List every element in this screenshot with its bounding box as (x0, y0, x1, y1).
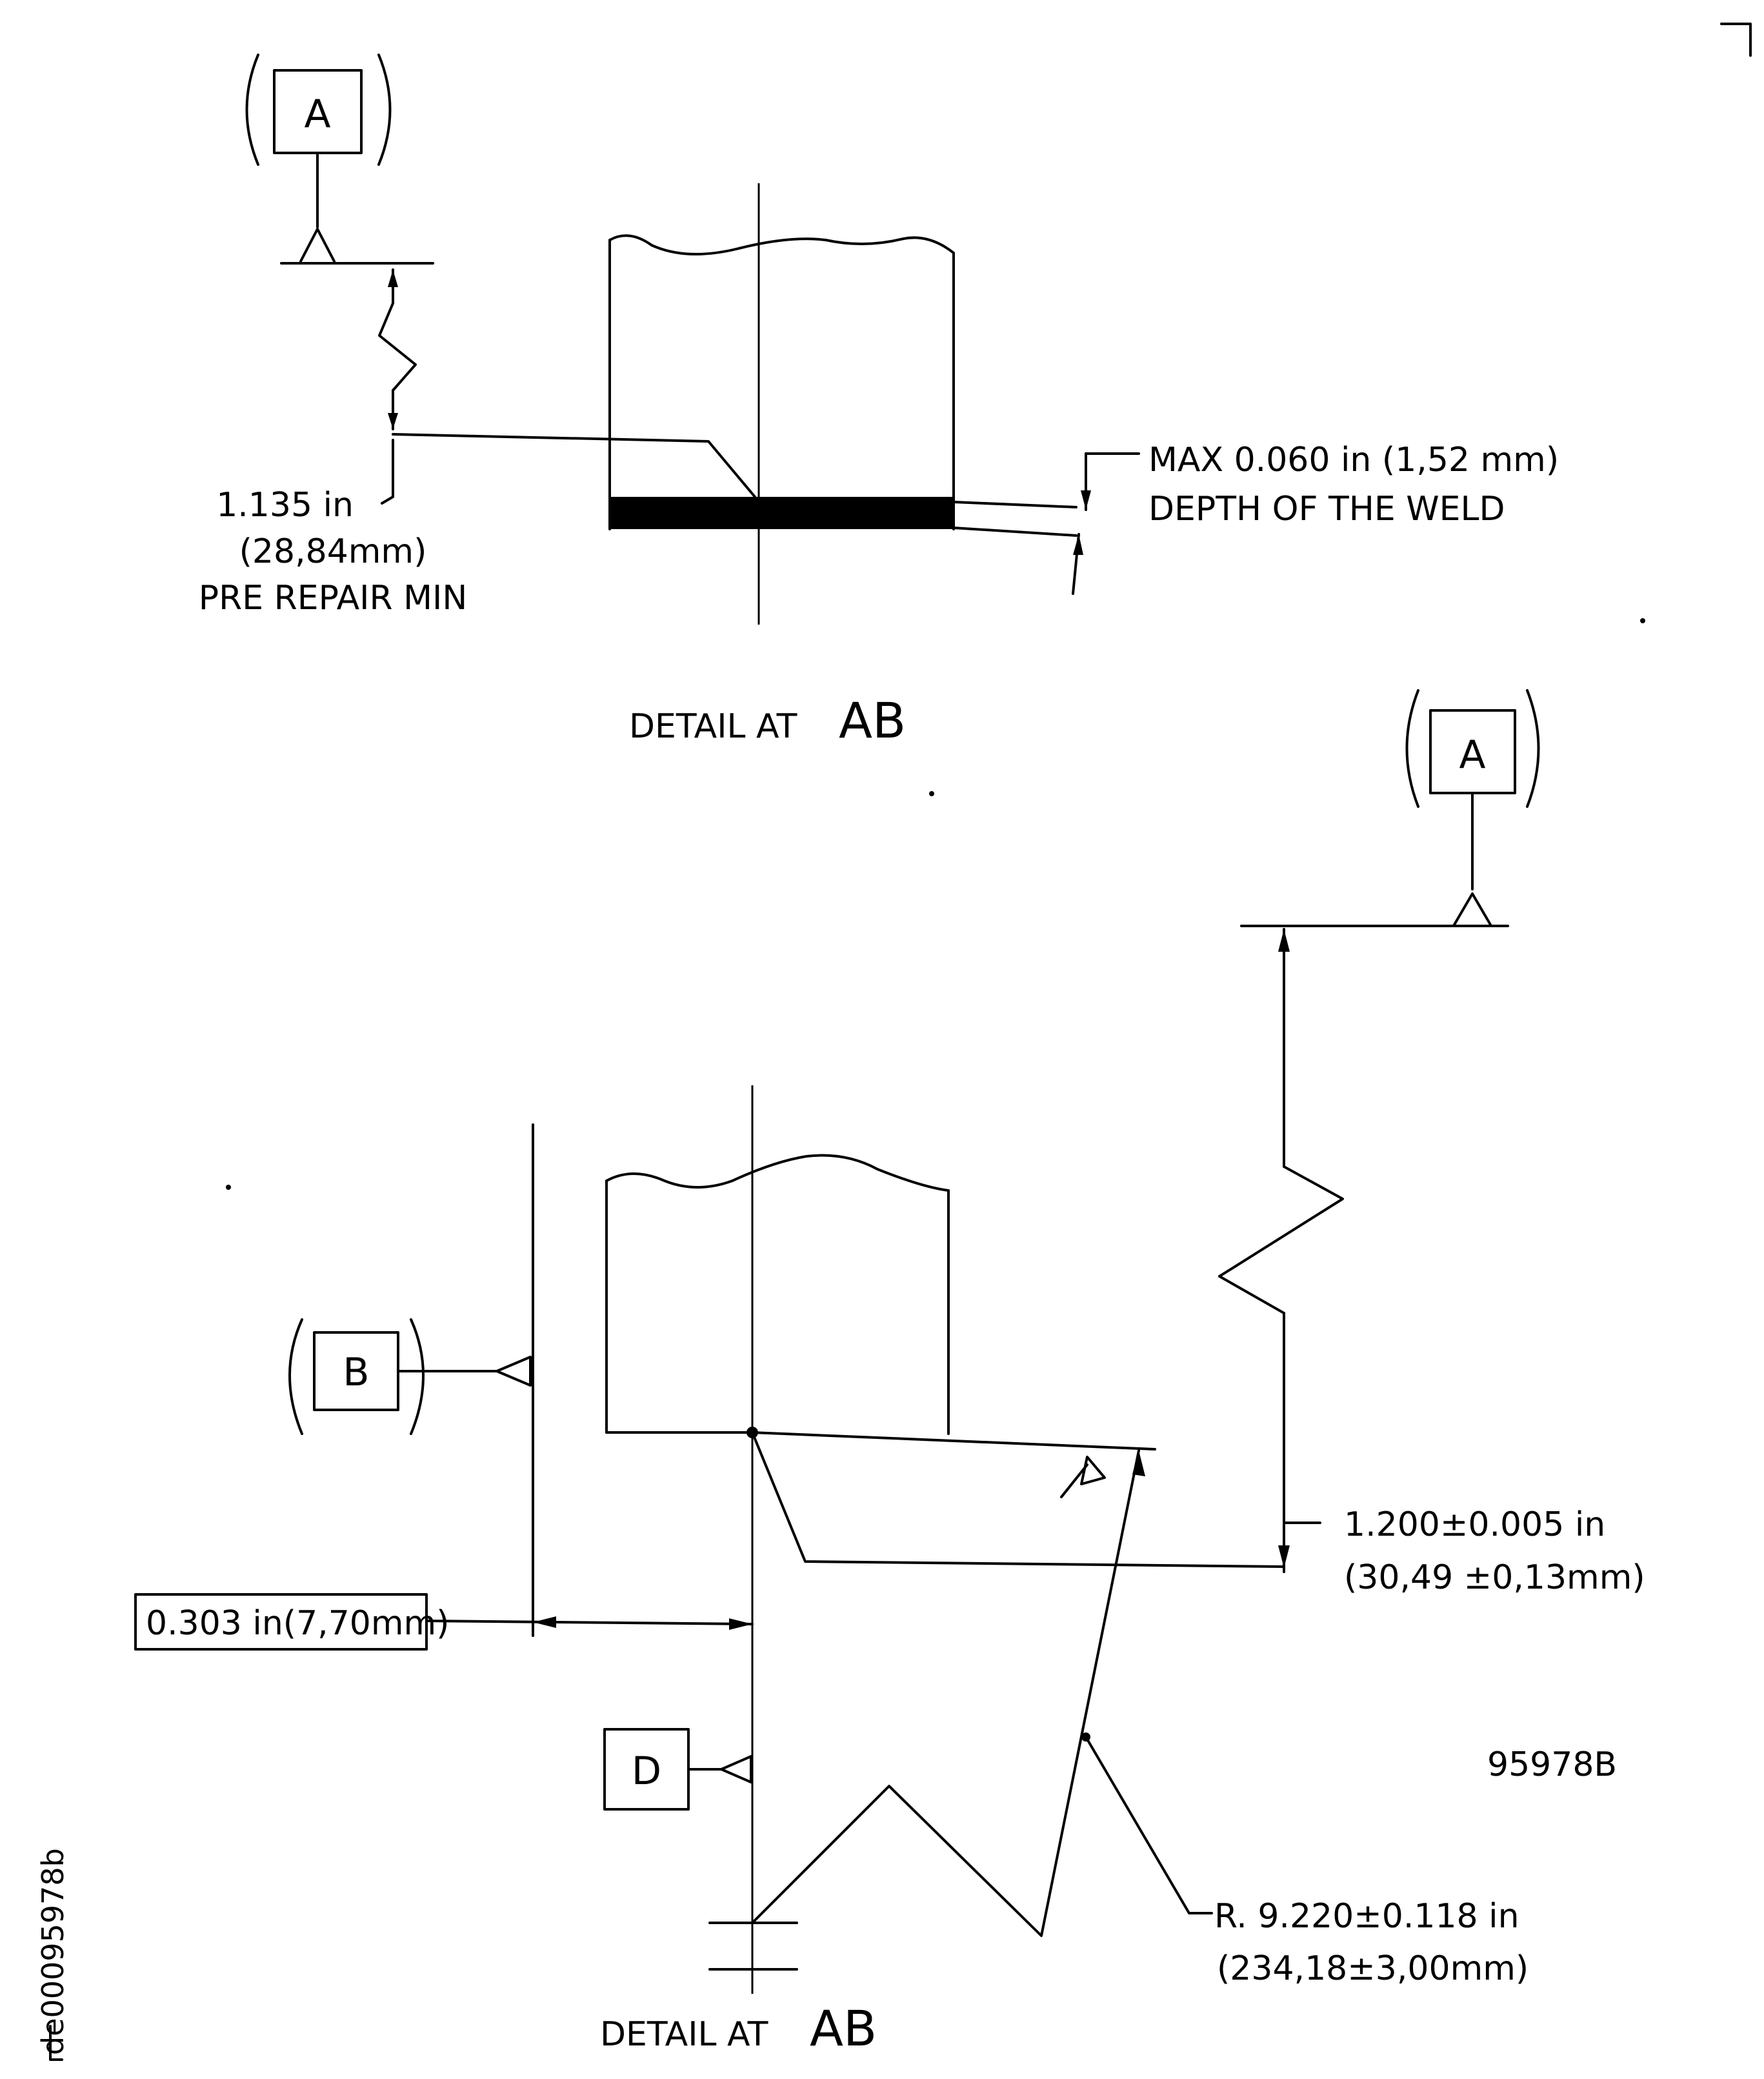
dim-1200-mm: (30,49 ±0,13mm) (1344, 1558, 1645, 1597)
scan-speck (226, 1185, 231, 1190)
part-outline-bottom (605, 1085, 1285, 1994)
datum-d: D (603, 1728, 752, 1811)
dim-1135-note: PRE REPAIR MIN (199, 579, 468, 618)
datum-a-bottom: A (1240, 689, 1540, 927)
weld-depth-line2: DEPTH OF THE WELD (1148, 490, 1505, 528)
radius-mm: (234,18±3,00mm) (1217, 1949, 1528, 1988)
caption-bottom-prefix: DETAIL AT (600, 2015, 768, 2054)
doc-id: de00095978b (35, 1848, 70, 2055)
radius-dimension (708, 1449, 1213, 1971)
dim-1200-in: 1.200±0.005 in (1344, 1505, 1605, 1544)
dimension-1200 (1218, 928, 1344, 1573)
scan-speck (1640, 618, 1645, 623)
figure-code: 95978B (1487, 1745, 1617, 1784)
dim-0303-label: 0.303 in(7,70mm) (146, 1604, 449, 1643)
datum-a-letter: A (304, 92, 330, 137)
caption-bottom-letters: AB (810, 2000, 877, 2057)
doc-id-mark (49, 2025, 63, 2061)
datum-b-letter: B (343, 1350, 369, 1395)
dim-1135-in: 1.135 in (216, 486, 354, 525)
scan-speck (929, 791, 934, 796)
part-outline-top (392, 183, 1077, 625)
radius-in: R. 9.220±0.118 in (1214, 1897, 1519, 1936)
dimension-0303: 0.303 in(7,70mm) (134, 1593, 754, 1651)
corner-crop-mark (1720, 23, 1752, 57)
datum-a-bottom-letter: A (1459, 732, 1485, 778)
caption-top-prefix: DETAIL AT (629, 707, 797, 746)
datum-a-top: A (245, 54, 434, 265)
weld-depth-leader (1072, 452, 1140, 595)
bottom-detail: A (134, 689, 1645, 2057)
dimension-1135 (378, 268, 417, 505)
weld-depth-line1: MAX 0.060 in (1,52 mm) (1148, 441, 1559, 479)
caption-top-letters: AB (839, 692, 906, 749)
dim-1135-mm: (28,84mm) (239, 532, 427, 571)
top-detail: A (199, 54, 1559, 749)
weld-deposit (610, 497, 954, 529)
datum-b: B (288, 1123, 534, 1637)
datum-d-letter: D (632, 1749, 661, 1794)
